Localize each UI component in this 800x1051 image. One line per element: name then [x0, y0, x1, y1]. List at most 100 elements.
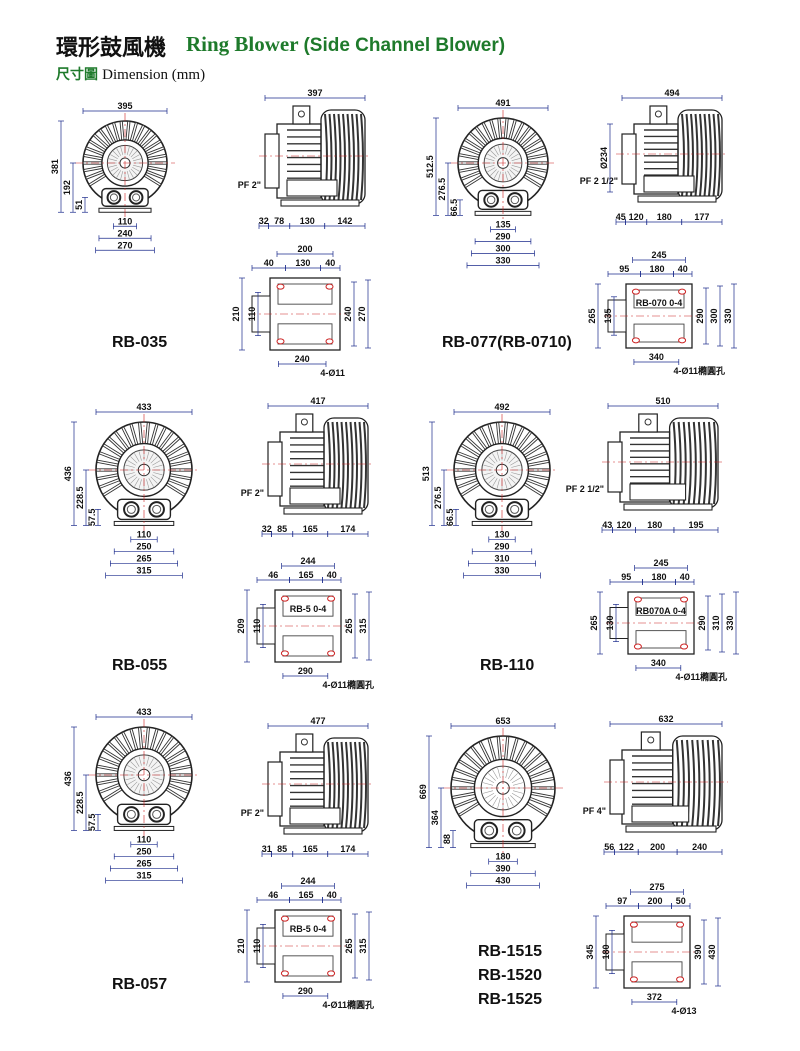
fan-grille	[496, 451, 500, 461]
cooling-fin	[86, 147, 105, 156]
cooling-fin	[519, 747, 535, 766]
cable-gland	[297, 110, 305, 118]
fan-grille	[125, 769, 135, 773]
dimension-label: 110	[137, 529, 152, 539]
cooling-fin	[528, 769, 551, 779]
dimension-label: 315	[358, 938, 368, 953]
dimension-label: 165	[299, 890, 314, 900]
fan-grille	[492, 478, 498, 487]
mounting-hole	[629, 921, 638, 928]
cooling-fin	[122, 732, 133, 753]
cooling-fin	[515, 742, 527, 764]
page-title-en-paren: (Side Channel Blower)	[303, 35, 506, 56]
cooling-fin	[97, 779, 119, 785]
dimension-label: 66.5	[445, 509, 455, 527]
fan-grille	[112, 168, 120, 176]
dimension-label: 66.5	[449, 199, 459, 217]
dimension-label: 265	[344, 938, 354, 953]
air-port-inner	[511, 825, 522, 836]
fan-grille	[120, 146, 124, 155]
housing-fin	[345, 421, 349, 509]
fan-grille	[112, 150, 120, 158]
dimension-label: 130	[300, 216, 315, 226]
dimension-label: 165	[303, 844, 318, 854]
mounting-hole	[678, 288, 687, 295]
cooling-fin	[99, 452, 121, 462]
cooling-fin	[150, 729, 158, 751]
fan-grille	[110, 154, 118, 160]
mounting-base	[623, 503, 713, 511]
port-pipe	[289, 487, 341, 505]
port-size-label: PF 2"	[241, 808, 264, 818]
cooling-fin	[525, 146, 545, 155]
dimension-label: 32	[259, 216, 269, 226]
cooling-fin	[97, 460, 119, 466]
cooling-fin	[167, 783, 189, 793]
housing-fin	[711, 739, 716, 827]
port-pipe	[286, 179, 338, 197]
fan-grille	[150, 761, 158, 769]
fan-grille	[120, 171, 124, 180]
rail-top	[282, 915, 334, 937]
fan-grille	[492, 769, 499, 780]
cooling-fin	[465, 139, 483, 151]
mounting-hole	[327, 970, 336, 977]
cooling-fin	[465, 753, 483, 770]
cooling-fin	[479, 742, 491, 764]
side-view-drawing	[607, 413, 719, 511]
cooling-fin	[94, 134, 109, 149]
cooling-fin	[471, 747, 487, 766]
fan-grille	[134, 453, 140, 462]
dimension-label: 165	[299, 570, 314, 580]
subtitle-en: Dimension (mm)	[102, 67, 206, 83]
fan-grille	[125, 777, 135, 781]
cable-gland	[654, 110, 662, 118]
rail-bottom	[631, 961, 683, 983]
cooling-fin	[103, 788, 123, 801]
cooling-fin	[497, 422, 501, 445]
cooling-fin	[139, 727, 143, 750]
fan-grille	[485, 165, 495, 168]
fan-grille	[512, 790, 524, 794]
fan-grille	[511, 792, 522, 799]
dimension-label: 340	[651, 658, 666, 668]
dimension-label: 46	[268, 570, 278, 580]
fan-grille	[130, 781, 138, 789]
side-view-drawing	[267, 413, 369, 515]
fan-grille	[134, 783, 140, 792]
air-port-inner	[126, 809, 136, 819]
fan-grille	[487, 167, 496, 173]
dimension-label: 177	[694, 212, 709, 222]
dimension-label: 135	[603, 308, 613, 323]
housing-fin	[691, 739, 696, 827]
cooling-fin	[162, 437, 180, 453]
dimension-label: 120	[629, 212, 644, 222]
dimension-label: 240	[343, 306, 353, 321]
mounting-hole	[678, 337, 687, 344]
fan-grille	[507, 147, 513, 156]
fan-grille	[146, 784, 150, 794]
dimension-label: 95	[619, 264, 629, 274]
fan-grille	[138, 451, 142, 461]
mounting-hole	[276, 283, 285, 290]
cooling-fin	[99, 783, 121, 793]
dimension-label: 315	[358, 618, 368, 633]
cooling-fin	[513, 427, 524, 448]
dimension-label: 240	[117, 228, 132, 238]
dimension-label: 290	[298, 666, 313, 676]
cooling-fin	[145, 727, 149, 750]
fan-grille	[505, 171, 508, 181]
dimension-label: 381	[50, 159, 60, 174]
cooling-fin	[126, 121, 130, 141]
fan-grille	[505, 145, 508, 155]
fan-grille	[506, 453, 512, 462]
mounting-hole	[676, 921, 685, 928]
dimension-label: 200	[650, 842, 665, 852]
mounting-hole	[280, 650, 289, 657]
fan-grille	[484, 777, 495, 784]
cooling-fin	[167, 757, 189, 767]
dimension-label: 180	[652, 572, 667, 582]
dimension-label: 45	[616, 212, 626, 222]
cooling-fin	[97, 765, 119, 771]
